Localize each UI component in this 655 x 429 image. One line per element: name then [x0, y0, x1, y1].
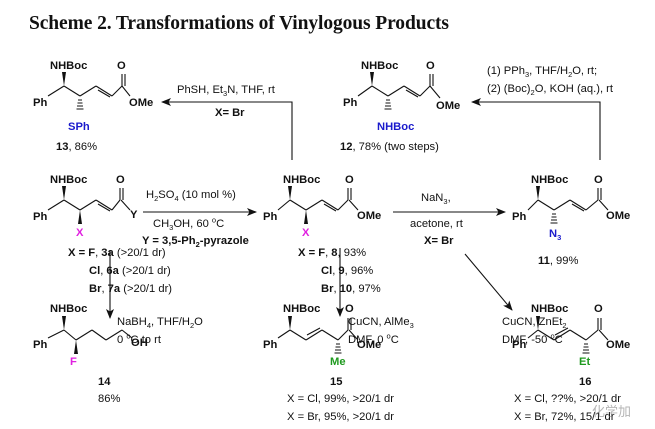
- c12-carbonyl-o: O: [426, 60, 435, 72]
- hash-wedge-13: [76, 99, 84, 110]
- c11-yield: , 99%: [549, 255, 579, 267]
- r-8-16-conditions: DMF, -50 oC: [502, 331, 563, 346]
- c14-oh: OH: [131, 337, 148, 349]
- c16-substituent-et: Et: [579, 356, 591, 368]
- structure-14: [47, 329, 133, 341]
- r-8-13-reagents: PhSH, Et3N, THF, rt: [177, 84, 275, 99]
- c3-line-f: X = F, 3a (>20/1 dr): [68, 247, 166, 259]
- c8-nhboc: NHBoc: [283, 174, 321, 186]
- c12-substituent-nhboc: NHBoc: [377, 121, 415, 133]
- c15-result-cl: X = Cl, 99%, >20/1 dr: [287, 393, 394, 405]
- r-3-14-conditions: 0 oC to rt: [117, 331, 161, 346]
- r-8-16-reagents: CuCN, ZnEt2: [502, 316, 567, 331]
- c3-x: X: [76, 227, 84, 239]
- r-8-15-reagents: CuCN, AlMe3: [348, 316, 414, 331]
- c13-label: 13, 86%: [56, 141, 98, 153]
- c11-id: 11: [538, 255, 550, 267]
- c16-nhboc: NHBoc: [531, 303, 569, 315]
- c15-result-br: X = Br, 95%, >20/1 dr: [287, 411, 394, 423]
- c8-line-br: Br, 10, 97%: [321, 283, 381, 295]
- r-8-11-condition: X= Br: [424, 235, 454, 247]
- c15-substituent-me: Me: [330, 356, 346, 368]
- arrow-8-to-13: [161, 98, 293, 160]
- c14-yield: 86%: [98, 393, 121, 405]
- c13-id: 13: [56, 141, 69, 153]
- structure-13: [47, 74, 131, 98]
- c13-carbonyl-o: O: [117, 60, 126, 72]
- c12-yield: , 78% (two steps): [352, 141, 439, 153]
- c3-y: Y: [130, 209, 138, 221]
- c15-nhboc: NHBoc: [283, 303, 321, 315]
- c11-label: 11, 99%: [538, 255, 579, 267]
- r-3-8-catalyst: H2SO4 (10 mol %): [146, 189, 236, 204]
- c3-ph: Ph: [33, 211, 48, 223]
- c11-ome: OMe: [606, 210, 631, 222]
- c16-id: 16: [579, 376, 592, 388]
- r-3-8-y-definition: Y = 3,5-Ph2-pyrazole: [142, 235, 249, 250]
- c13-ome: OMe: [129, 97, 154, 109]
- c16-result-br: X = Br, 72%, 15/1 dr: [514, 411, 615, 423]
- r-11-12-step1: (1) PPh3, THF/H2O, rt;: [487, 65, 598, 80]
- scheme-title: Scheme 2. Transformations of Vinylogous …: [29, 13, 449, 34]
- r-11-12-step2: (2) (Boc)2O, KOH (aq.), rt: [487, 83, 614, 98]
- watermark: 化学加: [592, 404, 632, 419]
- c8-line-cl: Cl, 9, 96%: [321, 265, 374, 277]
- c16-result-cl: X = Cl, ??%, >20/1 dr: [514, 393, 621, 405]
- c12-nhboc: NHBoc: [361, 60, 399, 72]
- c12-id: 12: [340, 141, 353, 153]
- c3-line-cl: Cl, 6a (>20/1 dr): [89, 265, 171, 277]
- c16-carbonyl-o: O: [594, 303, 603, 315]
- c16-ph: Ph: [512, 339, 527, 351]
- c11-ph: Ph: [512, 211, 527, 223]
- r-8-11-solvent: acetone, rt: [410, 218, 463, 230]
- c15-id: 15: [330, 376, 343, 388]
- c13-yield: , 86%: [68, 141, 98, 153]
- c14-ph: Ph: [33, 339, 48, 351]
- structure-12: [357, 74, 441, 99]
- c3-nhboc: NHBoc: [50, 174, 88, 186]
- c3-line-br: Br, 7a (>20/1 dr): [89, 283, 173, 295]
- structure-3a: [47, 188, 131, 212]
- c14-id: 14: [98, 376, 111, 388]
- arrow-11-to-12: [471, 98, 601, 160]
- c11-substituent-azide: N3: [549, 228, 562, 243]
- c3-carbonyl-o: O: [116, 174, 125, 186]
- c15-carbonyl-o: O: [345, 303, 354, 315]
- c12-ome: OMe: [436, 100, 461, 112]
- r-8-15-conditions: DMF, 0 oC: [348, 331, 399, 346]
- c12-ph: Ph: [343, 97, 358, 109]
- arrow-8-to-16: [464, 253, 513, 311]
- structure-8: [277, 188, 359, 212]
- r-8-11-reagent: NaN3,: [421, 192, 451, 207]
- c8-x: X: [302, 227, 310, 239]
- c16-ome: OMe: [606, 339, 631, 351]
- r-8-13-condition: X= Br: [215, 107, 245, 119]
- c13-nhboc: NHBoc: [50, 60, 88, 72]
- structure-15: [277, 318, 359, 341]
- c11-nhboc: NHBoc: [531, 174, 569, 186]
- c15-ome: OMe: [357, 339, 382, 351]
- structure-16: [527, 318, 609, 341]
- c8-carbonyl-o: O: [345, 174, 354, 186]
- c13-substituent-sph: SPh: [68, 121, 90, 133]
- c8-ome: OMe: [357, 210, 382, 222]
- r-3-14-reagents: NaBH4, THF/H2O: [117, 316, 203, 331]
- c8-line-f: X = F, 8, 93%: [298, 247, 367, 259]
- c11-carbonyl-o: O: [594, 174, 603, 186]
- r-3-8-solvent: CH3OH, 60 oC: [153, 215, 225, 233]
- c12-label: 12, 78% (two steps): [340, 141, 439, 153]
- structure-11: [527, 188, 609, 212]
- c14-fluorine: F: [70, 356, 77, 368]
- c15-ph: Ph: [263, 339, 278, 351]
- c13-ph: Ph: [33, 97, 48, 109]
- c8-ph: Ph: [263, 211, 278, 223]
- c14-nhboc: NHBoc: [50, 303, 88, 315]
